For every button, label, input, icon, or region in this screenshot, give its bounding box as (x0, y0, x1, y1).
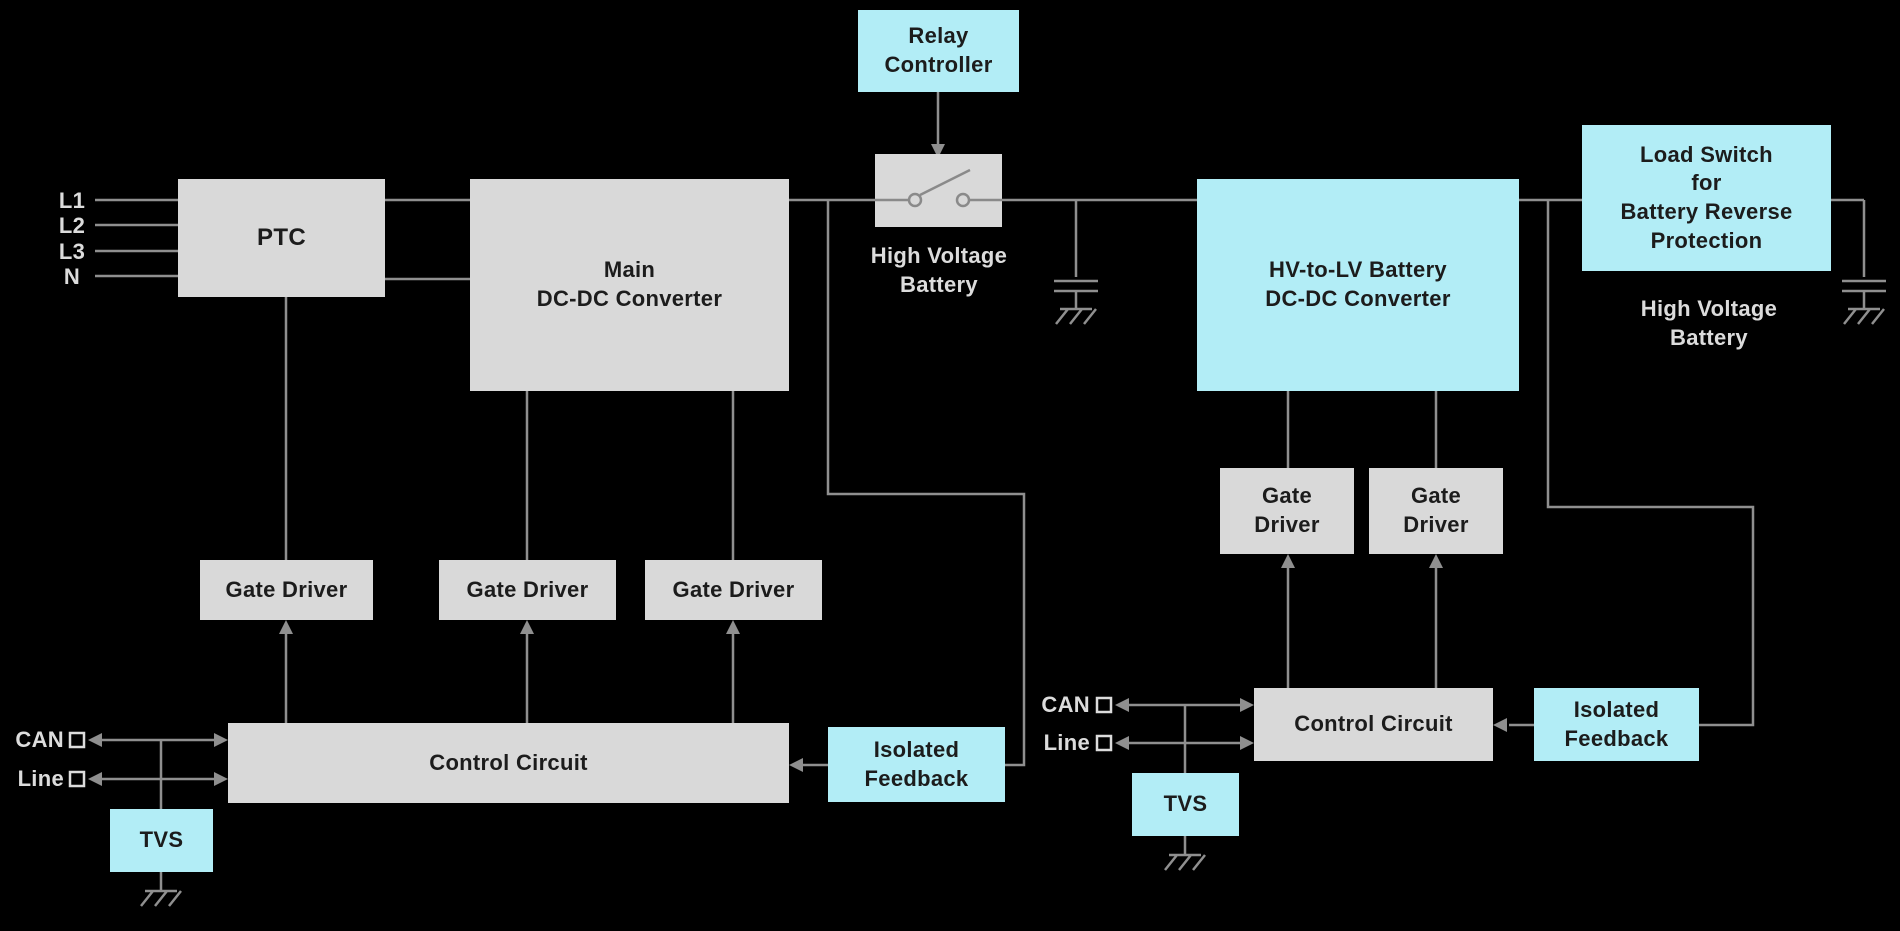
arrowhead-feedback-right (1493, 718, 1507, 732)
tvs-right-block: TVS (1132, 773, 1239, 836)
arrowhead-gd1 (279, 620, 293, 634)
converter-gate-lines-right (1286, 391, 1438, 468)
arrowhead-line-in-right (1240, 736, 1254, 750)
ground-symbol-tvs-left (140, 889, 182, 907)
input-label-n: N (63, 264, 81, 289)
can-label-right: CAN (1041, 692, 1090, 717)
arrowhead-gdr1 (1281, 554, 1295, 568)
ground-symbol-tvs-right (1164, 853, 1206, 871)
ptc-to-main-rails (385, 198, 470, 281)
isolated-feedback-left-block: Isolated Feedback (828, 727, 1005, 802)
capacitor-symbol-right (1842, 200, 1886, 309)
feedback-path-right (1546, 200, 1755, 727)
tvs-left-block: TVS (110, 809, 213, 872)
arrowhead-can-in-left (214, 733, 228, 747)
arrowhead-gd2 (520, 620, 534, 634)
control-gate-lines-right (1286, 566, 1438, 688)
gate-driver-2-block: Gate Driver (439, 560, 616, 620)
arrowhead-line-out-left (88, 772, 102, 786)
can-connector-square-left (68, 731, 86, 749)
converter-gate-lines-left (284, 297, 735, 560)
control-gate-lines-left (284, 632, 735, 723)
arrowhead-can-out-right (1115, 698, 1129, 712)
ac-input-lines (95, 198, 178, 278)
isolated-feedback-right-block: Isolated Feedback (1534, 688, 1699, 761)
input-label-l3: L3 (58, 239, 86, 264)
arrowhead-gdr2 (1429, 554, 1443, 568)
hv-to-lv-converter-block: HV-to-LV Battery DC-DC Converter (1197, 179, 1519, 391)
gate-driver-right-1-block: Gate Driver (1220, 468, 1354, 554)
gate-driver-3-block: Gate Driver (645, 560, 822, 620)
arrowhead-relay (931, 144, 945, 158)
arrowhead-can-out-left (88, 733, 102, 747)
gate-driver-right-2-block: Gate Driver (1369, 468, 1503, 554)
arrowhead-line-out-right (1115, 736, 1129, 750)
input-label-l2: L2 (58, 213, 86, 238)
ptc-block: PTC (178, 179, 385, 297)
line-label-right: Line (1043, 730, 1090, 755)
relay-switch-symbol (875, 168, 1002, 208)
relay-controller-block: Relay Controller (858, 10, 1019, 92)
ground-symbol-right (1843, 307, 1885, 325)
control-circuit-left-block: Control Circuit (228, 723, 789, 803)
can-connector-square-right (1095, 696, 1113, 714)
line-label-left: Line (17, 766, 64, 791)
input-label-l1: L1 (58, 188, 86, 213)
load-switch-block: Load Switch for Battery Reverse Protecti… (1582, 125, 1831, 271)
feedback-path-left (826, 200, 1026, 767)
arrowhead-feedback-left (789, 758, 803, 772)
can-label-left: CAN (15, 727, 64, 752)
line-connector-square-right (1095, 734, 1113, 752)
ground-symbol-mid (1055, 307, 1097, 325)
gate-driver-1-block: Gate Driver (200, 560, 373, 620)
can-bus-lines-right (1129, 703, 1242, 855)
hv-battery-label-right: High Voltage Battery (1640, 296, 1778, 350)
arrowhead-can-in-right (1240, 698, 1254, 712)
hv-battery-label-left: High Voltage Battery (870, 243, 1008, 297)
capacitor-symbol-mid (1054, 200, 1098, 309)
arrowhead-line-in-left (214, 772, 228, 786)
can-bus-lines-left (102, 738, 216, 891)
control-circuit-right-block: Control Circuit (1254, 688, 1493, 761)
main-dcdc-converter-block: Main DC-DC Converter (470, 179, 789, 391)
relay-switch-block (875, 154, 1002, 227)
arrowhead-gd3 (726, 620, 740, 634)
line-connector-square-left (68, 770, 86, 788)
